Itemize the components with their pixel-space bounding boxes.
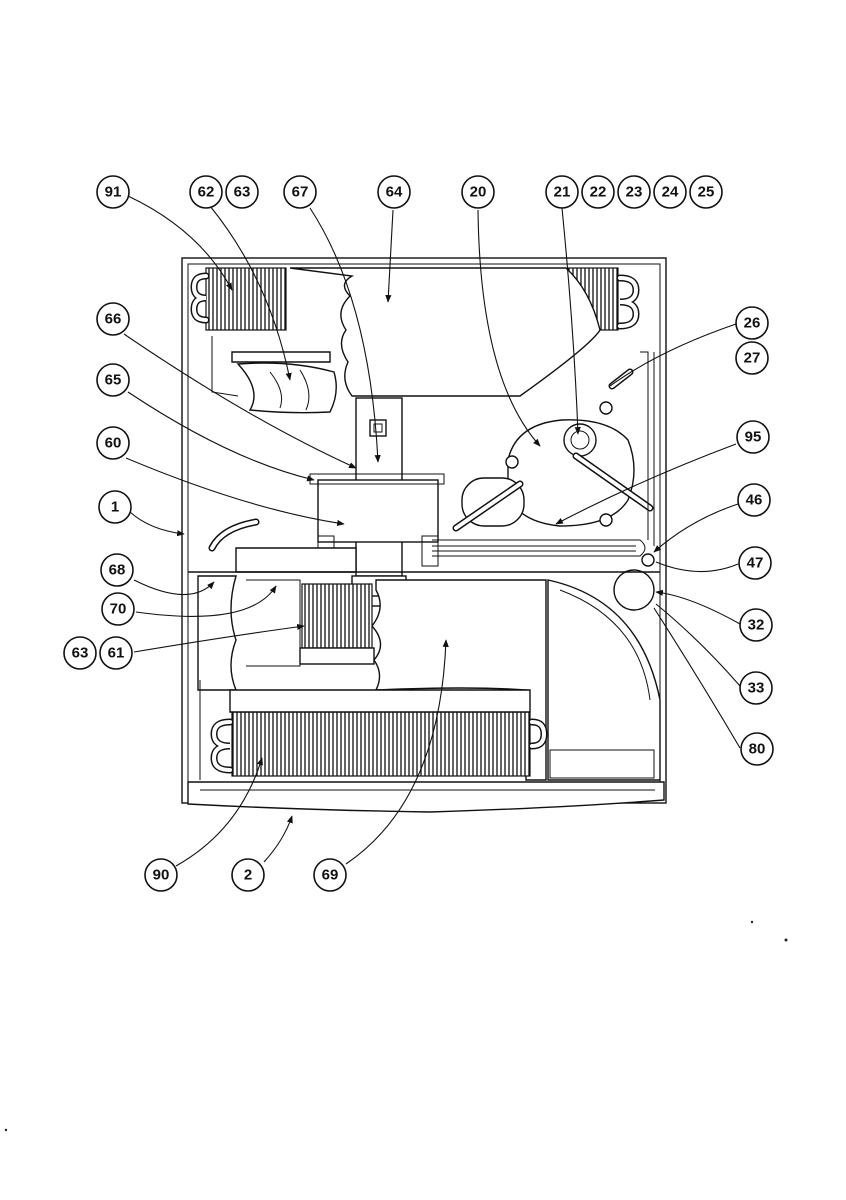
callout-66: 66 xyxy=(96,302,130,336)
callout-67: 67 xyxy=(283,175,317,209)
svg-text:64: 64 xyxy=(386,184,403,201)
svg-text:20: 20 xyxy=(470,184,487,201)
callout-22: 22 xyxy=(581,175,615,209)
callout-26: 26 xyxy=(735,306,769,340)
callout-25: 25 xyxy=(689,175,723,209)
svg-text:26: 26 xyxy=(744,315,761,332)
callout-70: 70 xyxy=(101,592,135,626)
callout-1: 1 xyxy=(98,490,132,524)
svg-text:1: 1 xyxy=(111,499,119,516)
svg-text:63: 63 xyxy=(234,184,251,201)
callout-62: 62 xyxy=(189,175,223,209)
callout-69: 69 xyxy=(313,858,347,892)
svg-text:21: 21 xyxy=(554,184,571,201)
svg-text:46: 46 xyxy=(746,492,763,509)
callout-63-lower: 63 xyxy=(63,636,97,670)
callout-63: 63 xyxy=(225,175,259,209)
callout-33: 33 xyxy=(739,671,773,705)
callout-64: 64 xyxy=(377,175,411,209)
svg-text:23: 23 xyxy=(626,184,643,201)
condenser-fan-blade xyxy=(211,336,337,414)
refrigerant-lines xyxy=(432,351,655,557)
svg-text:25: 25 xyxy=(698,184,715,201)
callout-65: 65 xyxy=(96,363,130,397)
callout-47: 47 xyxy=(738,546,772,580)
fan-motor xyxy=(309,473,445,567)
svg-text:65: 65 xyxy=(105,372,122,389)
svg-text:47: 47 xyxy=(747,555,764,572)
accumulator xyxy=(452,477,525,532)
svg-text:91: 91 xyxy=(105,184,122,201)
svg-text:60: 60 xyxy=(105,435,122,452)
svg-text:2: 2 xyxy=(244,867,252,884)
callout-27: 27 xyxy=(735,341,769,375)
svg-text:70: 70 xyxy=(110,601,127,618)
svg-text:63: 63 xyxy=(72,645,89,662)
callout-21: 21 xyxy=(545,175,579,209)
capacitor xyxy=(613,569,655,611)
svg-text:33: 33 xyxy=(748,680,765,697)
svg-text:62: 62 xyxy=(198,184,215,201)
svg-text:22: 22 xyxy=(590,184,607,201)
svg-text:69: 69 xyxy=(322,867,339,884)
valve-fitting xyxy=(641,553,655,567)
leader-lines xyxy=(123,195,741,867)
blower-side-panels xyxy=(197,575,238,691)
svg-text:24: 24 xyxy=(662,184,679,201)
svg-text:27: 27 xyxy=(744,350,761,367)
callout-24: 24 xyxy=(653,175,687,209)
blower-wheel xyxy=(246,579,375,667)
svg-text:90: 90 xyxy=(153,867,170,884)
callout-68: 68 xyxy=(100,553,134,587)
callout-20: 20 xyxy=(461,175,495,209)
svg-text:61: 61 xyxy=(108,645,125,662)
front-panel xyxy=(187,781,665,813)
callout-91: 91 xyxy=(96,175,130,209)
blower-housing xyxy=(371,579,661,781)
svg-text:66: 66 xyxy=(105,311,122,328)
callout-61: 61 xyxy=(99,636,133,670)
callout-60: 60 xyxy=(96,426,130,460)
svg-text:95: 95 xyxy=(745,429,762,446)
callout-23: 23 xyxy=(617,175,651,209)
callout-95: 95 xyxy=(736,420,770,454)
callout-90: 90 xyxy=(144,858,178,892)
callout-2: 2 xyxy=(231,858,265,892)
callout-80: 80 xyxy=(740,732,774,766)
svg-text:80: 80 xyxy=(749,741,766,758)
svg-text:67: 67 xyxy=(292,184,309,201)
svg-text:68: 68 xyxy=(109,562,126,579)
svg-text:32: 32 xyxy=(748,617,765,634)
callout-32: 32 xyxy=(739,608,773,642)
callout-46: 46 xyxy=(737,483,771,517)
evaporator-coil xyxy=(199,680,548,780)
